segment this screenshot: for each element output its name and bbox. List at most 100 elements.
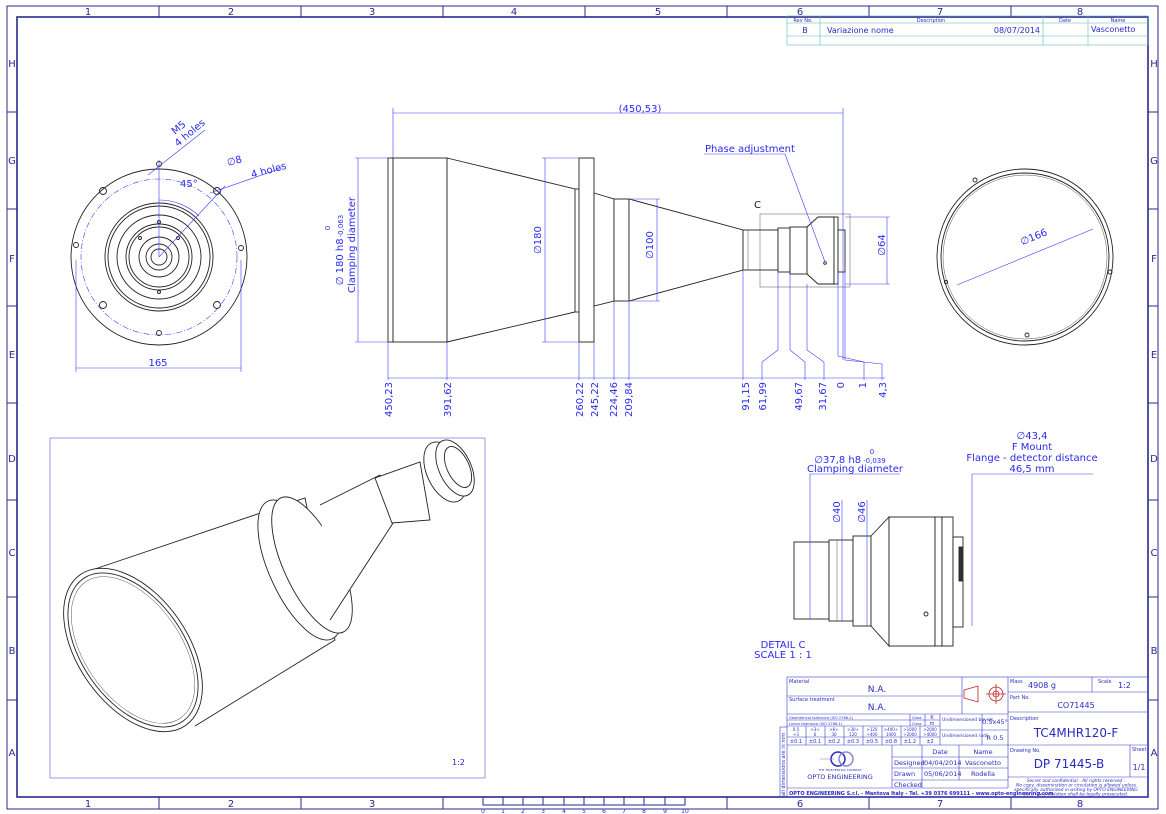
tol-range: 0.5 bbox=[793, 727, 800, 732]
width-165-label: 165 bbox=[148, 358, 167, 369]
side-view: (450,53) ∅ 180 h8-0,063 0 Clamping diame… bbox=[324, 104, 890, 417]
zone-col-7: 7 bbox=[937, 7, 943, 18]
scale-tick: 1 bbox=[501, 808, 505, 814]
zone-row-d: D bbox=[1150, 454, 1158, 465]
drawing-no-value: DP 71445-B bbox=[1034, 757, 1105, 771]
detail-clamping-dia-value: ∅37,8 h8 bbox=[814, 455, 861, 466]
detail-c-marker: C bbox=[754, 200, 761, 211]
drawn-name: Rodella bbox=[971, 770, 995, 778]
tol-range: ÷400 bbox=[867, 732, 878, 737]
zone-row-h: H bbox=[8, 59, 16, 70]
detail-c-title: DETAIL C bbox=[761, 640, 806, 651]
scale-tick: 8 bbox=[642, 808, 646, 814]
sheet-value: 1/1 bbox=[1133, 763, 1146, 772]
zone-column-labels-top: 1 2 3 4 5 6 7 8 bbox=[85, 7, 1083, 18]
scale-tick: 5 bbox=[582, 808, 586, 814]
tol-range: >120 bbox=[867, 727, 878, 732]
tol-range: ÷2000 bbox=[903, 732, 917, 737]
d8-holes-label: 4 holes bbox=[250, 161, 288, 181]
tol-value: ±0.1 bbox=[809, 739, 821, 745]
tol-range: >400÷ bbox=[884, 727, 898, 732]
projection-symbol-icon bbox=[963, 684, 1006, 704]
confidentiality-notice: Secret and confidential - All rights res… bbox=[1014, 778, 1138, 798]
zone-row-d: D bbox=[8, 454, 16, 465]
zone-row-a: A bbox=[1151, 748, 1158, 759]
zone-col-1: 1 bbox=[85, 799, 91, 810]
linear-class-label: Class bbox=[912, 722, 922, 726]
designed-label: Designed bbox=[894, 759, 925, 767]
units-note: all dimensions are in mm bbox=[781, 733, 787, 796]
drawn-label: Drawn bbox=[894, 770, 915, 778]
clamping-dia-180-tol-upper: 0 bbox=[324, 226, 332, 230]
radii-value: R 0.5 bbox=[987, 734, 1004, 742]
tol-range: >1000 bbox=[903, 727, 917, 732]
outer-border bbox=[6, 5, 1159, 810]
company-contact-line: OPTO ENGINEERING S.r.l. - Mantova Italy … bbox=[789, 791, 1053, 797]
zone-row-labels-left: H G F E D C B A bbox=[8, 59, 16, 759]
zone-col-6: 6 bbox=[797, 7, 803, 18]
station-label: 61,99 bbox=[758, 382, 769, 411]
zone-row-f: F bbox=[1151, 254, 1157, 265]
zone-col-1: 1 bbox=[85, 7, 91, 18]
station-label: 391,62 bbox=[443, 382, 454, 417]
detail-clamping-diameter-label: Clamping diameter bbox=[807, 464, 904, 475]
description-label: Description bbox=[1010, 716, 1038, 722]
zone-col-6: 6 bbox=[797, 799, 803, 810]
rev-description: Variazione nome bbox=[827, 26, 894, 35]
clamping-dia-180-tol-lower: -0,063 bbox=[337, 215, 345, 238]
zone-dividers bbox=[7, 6, 1158, 809]
angle-45-label: 45° bbox=[180, 179, 198, 190]
part-no-value: CO71445 bbox=[1057, 701, 1094, 710]
confidential-line: S.r.l. - Any violation shall be legally … bbox=[1024, 792, 1128, 798]
zone-column-labels-bottom: 1 2 3 6 7 8 bbox=[85, 799, 1083, 810]
d8-label: ∅8 bbox=[226, 154, 243, 169]
mount-type-label: F Mount bbox=[1012, 442, 1052, 453]
zone-row-labels-right: H G F E D C B A bbox=[1150, 59, 1158, 759]
zone-row-h: H bbox=[1150, 59, 1158, 70]
rev-date: 08/07/2014 bbox=[994, 26, 1040, 35]
date-header: Date bbox=[932, 748, 948, 756]
zone-col-8: 8 bbox=[1077, 7, 1083, 18]
material-value: N.A. bbox=[868, 685, 886, 695]
overall-length-label: (450,53) bbox=[619, 104, 662, 115]
clamping-dia-180-label: ∅ 180 h8-0,063 bbox=[335, 215, 346, 285]
detail-clamping-tol-upper: 0 bbox=[870, 448, 874, 456]
detail-c-view: ∅37,8 h8-0,039 0 Clamping diameter ∅40 ∅… bbox=[754, 431, 1097, 661]
rear-view: ∅166 bbox=[936, 168, 1114, 346]
zone-col-7: 7 bbox=[937, 799, 943, 810]
dia-64-label: ∅64 bbox=[877, 234, 888, 255]
tol-value: ±0.2 bbox=[828, 739, 840, 745]
tol-range: >30÷ bbox=[847, 727, 859, 732]
mass-label: Mass bbox=[1010, 679, 1023, 685]
designed-date: 04/04/2014 bbox=[924, 759, 961, 767]
iso-scale-label: 1:2 bbox=[452, 758, 465, 767]
station-label: 49,67 bbox=[794, 382, 805, 411]
dia-100-label: ∅100 bbox=[645, 231, 656, 259]
tol-value: ±2 bbox=[926, 739, 933, 745]
zone-col-2: 2 bbox=[228, 799, 234, 810]
zone-row-e: E bbox=[9, 350, 15, 361]
scale-label: Scale bbox=[1098, 679, 1111, 685]
tol-value: ±0.1 bbox=[790, 739, 802, 745]
tol-range: 1000 bbox=[886, 732, 897, 737]
scale-tick: 4 bbox=[562, 808, 566, 814]
material-label: Material bbox=[789, 679, 809, 685]
flange-distance-label: Flange - detector distance bbox=[966, 453, 1097, 464]
zone-row-b: B bbox=[9, 646, 16, 657]
bevels-value: 0.5x45° bbox=[982, 718, 1008, 726]
station-label: 4,3 bbox=[878, 382, 889, 398]
tol-range: ÷3 bbox=[793, 732, 799, 737]
rev-name: Vasconetto bbox=[1091, 25, 1135, 34]
front-view: M5 4 holes ∅8 4 holes 45° 165 bbox=[70, 118, 288, 372]
station-label: 0 bbox=[836, 382, 847, 388]
sheet-label: Sheet bbox=[1132, 747, 1146, 753]
name-header: Name bbox=[973, 748, 992, 756]
zone-row-b: B bbox=[1151, 646, 1158, 657]
zone-row-c: C bbox=[1151, 548, 1158, 559]
linear-tol-label: Linear tolerance (ISO 2768-1) bbox=[789, 722, 843, 726]
designed-name: Vasconetto bbox=[965, 759, 1001, 767]
zone-row-g: G bbox=[1150, 156, 1158, 167]
mount-dia-label: ∅43,4 bbox=[1017, 431, 1048, 442]
scale-tick: 3 bbox=[541, 808, 545, 814]
